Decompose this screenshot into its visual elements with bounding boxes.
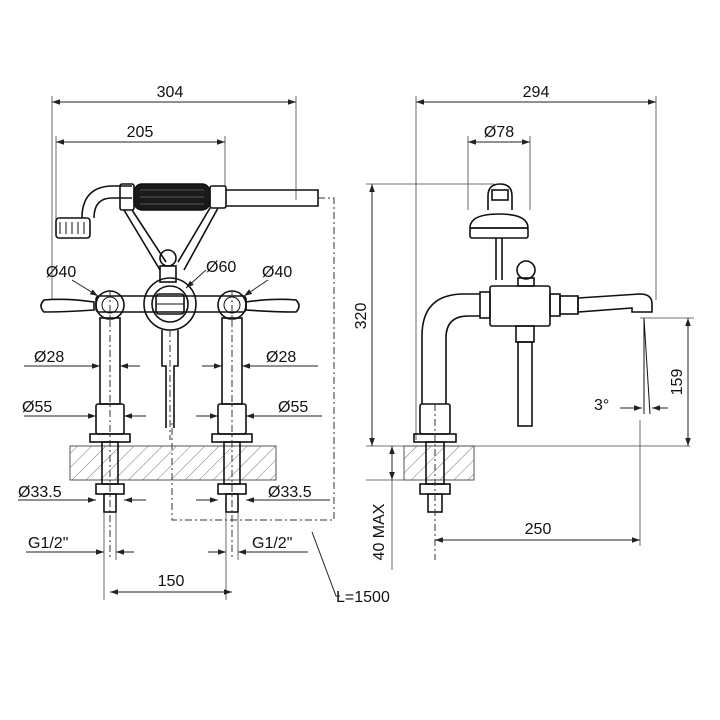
- dim-pillar-dia-left: Ø28: [34, 349, 64, 366]
- handshower-handle: [119, 183, 319, 211]
- side-mixer-body: [479, 260, 561, 427]
- dim-spout-angle: 3°: [594, 397, 609, 414]
- dim-base-dia-right: Ø55: [278, 399, 308, 416]
- dim-center-dia: Ø60: [206, 259, 236, 276]
- dim-spout-reach: 250: [525, 521, 552, 538]
- handshower-head: [55, 185, 132, 239]
- front-view: 304 205: [18, 84, 390, 606]
- dim-base-dia-left: Ø55: [22, 399, 52, 416]
- dim-shank-dia-left: Ø33.5: [18, 484, 62, 501]
- dim-pillar-dia-right: Ø28: [266, 349, 296, 366]
- left-pillar: [89, 290, 131, 560]
- dim-thread-right: G1/2": [252, 535, 292, 552]
- dim-total-height: 320: [353, 303, 370, 330]
- dim-shank-dia-right: Ø33.5: [268, 484, 312, 501]
- dim-hose-length: L=1500: [336, 589, 390, 606]
- side-view: 294 Ø78 320: [353, 84, 694, 570]
- deck-section-front: [69, 445, 277, 481]
- dim-spout-height: 159: [669, 369, 686, 396]
- dim-center-distance: 150: [158, 573, 185, 590]
- side-shower-head: [469, 183, 529, 280]
- dim-overall-depth: 294: [523, 84, 550, 101]
- dim-handle-dia-left: Ø40: [46, 264, 76, 281]
- dim-shower-head-dia: Ø78: [484, 124, 514, 141]
- dim-thread-left: G1/2": [28, 535, 68, 552]
- hose-path: [171, 197, 335, 521]
- right-pillar: [211, 290, 253, 560]
- dim-overall-width: 304: [157, 84, 184, 101]
- deck-section-side: [403, 445, 475, 481]
- side-spout: [559, 293, 653, 315]
- side-curved-pillar: [413, 293, 480, 560]
- handshower-cradle: [123, 207, 219, 283]
- dim-deck-thickness: 40 MAX: [371, 503, 388, 560]
- center-pipe: [161, 330, 179, 440]
- dim-handle-dia-right: Ø40: [262, 264, 292, 281]
- dim-handshower-width: 205: [127, 124, 154, 141]
